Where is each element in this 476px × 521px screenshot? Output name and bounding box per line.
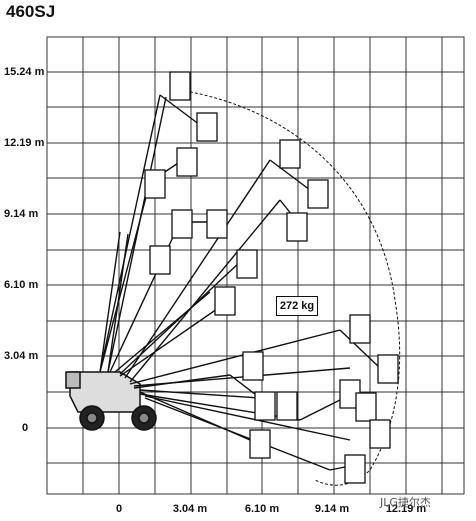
y-axis-label-15-24: 15.24 m bbox=[4, 66, 45, 78]
y-axis-label-9-14: 9.14 m bbox=[4, 208, 39, 220]
x-axis-label-9-14: 9.14 m bbox=[314, 503, 350, 515]
y-axis-label-12-19: 12.19 m bbox=[4, 137, 45, 149]
y-axis-label-6-10: 6.10 m bbox=[4, 279, 39, 291]
boom-positions bbox=[99, 94, 381, 471]
x-axis-label-6-10: 6.10 m bbox=[244, 503, 280, 515]
x-axis-label-0: 0 bbox=[115, 503, 123, 515]
y-axis-label-0: 0 bbox=[22, 422, 29, 434]
x-axis-label-3-04: 3.04 m bbox=[172, 503, 208, 515]
machine-base bbox=[65, 371, 157, 431]
watermark: JLG捷尔杰 bbox=[380, 496, 431, 509]
platform-baskets bbox=[144, 71, 399, 484]
x-axis-label-12-19: 12.19 m bbox=[385, 503, 427, 515]
platform-capacity-label: 272 kg bbox=[276, 296, 318, 316]
diagram-title: 460SJ bbox=[6, 2, 56, 21]
y-axis-label-3-04: 3.04 m bbox=[4, 350, 39, 362]
